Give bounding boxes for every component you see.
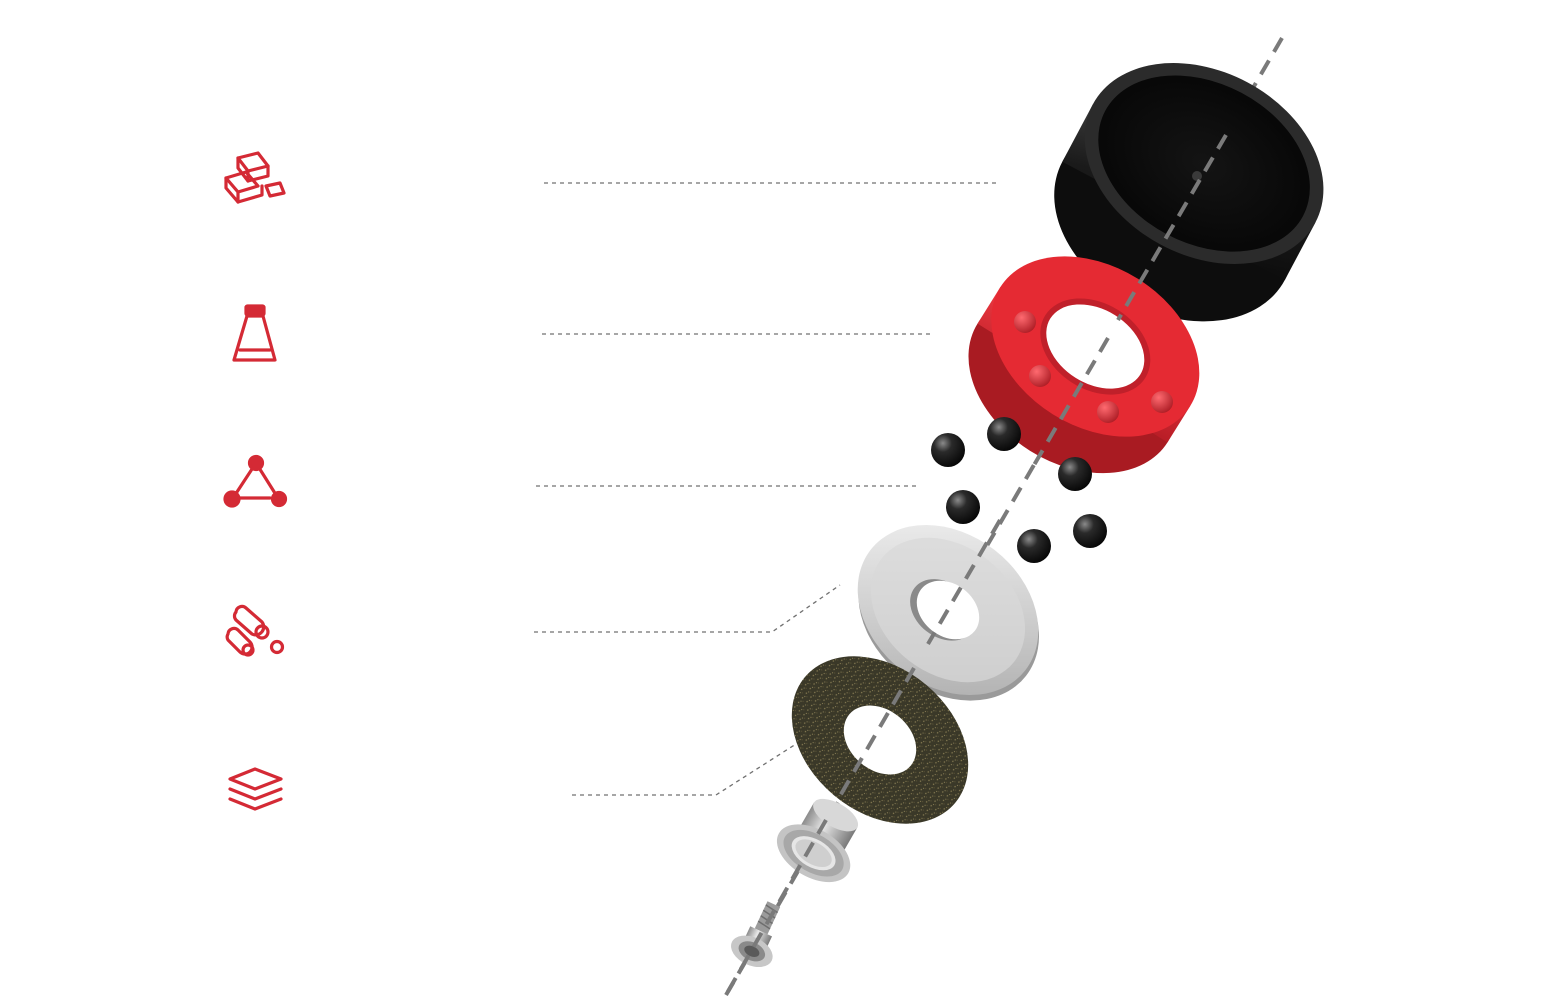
steel-washer	[857, 524, 1039, 701]
ball	[1073, 514, 1107, 548]
molecule-icon	[223, 454, 288, 508]
leader-line-gasket	[572, 743, 797, 796]
leader-lines	[534, 182, 996, 796]
metal-ingots-icon	[224, 151, 286, 204]
red-ball-cage	[968, 256, 1200, 474]
material-legend	[223, 151, 288, 811]
ball	[1017, 529, 1051, 563]
metal-bushing	[776, 798, 859, 883]
leader-line-washer	[534, 584, 841, 633]
bottle-icon	[232, 304, 277, 362]
ball	[946, 490, 980, 524]
ball	[1058, 457, 1092, 491]
rods-icon	[225, 604, 285, 657]
cork-gasket	[791, 656, 969, 824]
layers-icon	[228, 767, 283, 811]
assembly-axis-front	[724, 133, 1228, 996]
ball	[931, 433, 965, 467]
ball	[987, 417, 1021, 451]
ball-set	[931, 417, 1107, 563]
